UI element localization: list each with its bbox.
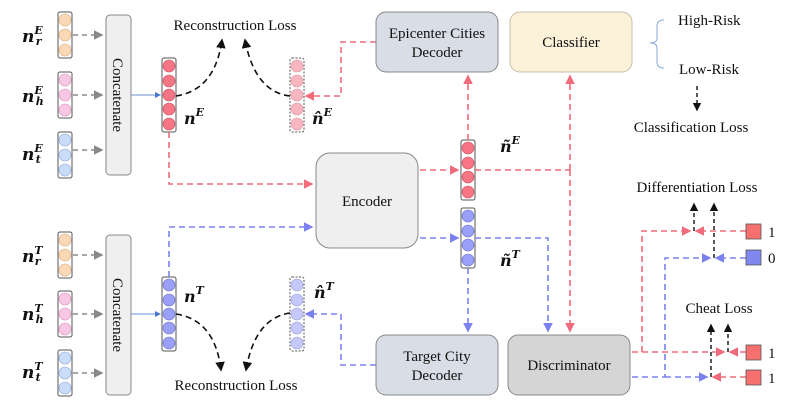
concatenate-block-top: Concatenate	[105, 14, 132, 176]
vector-nE-tilde	[460, 139, 476, 201]
input-vector-nE-r	[57, 11, 73, 59]
high-risk-label: High-Risk	[678, 13, 741, 29]
target-box-cheat-1	[745, 344, 762, 361]
label-nE-tilde: ñE	[500, 134, 521, 156]
input-vector-nE-h	[57, 71, 73, 119]
reconstruction-loss-bottom: Reconstruction Loss	[175, 378, 298, 394]
label-nT-tilde: ñT	[500, 248, 521, 270]
nT-tilde-to-discriminator-arrow	[475, 237, 553, 333]
differentiation-loss-arrows	[689, 202, 719, 258]
label-nE: nE	[184, 106, 205, 128]
label-nT-hat: n̂T	[314, 280, 335, 302]
nE-to-encoder-arrow	[168, 132, 314, 189]
cheat-loss-arrows	[706, 323, 733, 377]
input-vector-nE-t	[57, 131, 73, 179]
label-nE-hat: n̂E	[312, 106, 333, 128]
classifier: Classifier	[509, 11, 633, 73]
input-vector-nT-t	[57, 349, 73, 397]
class-output-brace	[649, 19, 665, 69]
target-decoder-label-line1: Target City	[403, 349, 471, 365]
epicenter-decoder-label-line1: Epicenter Cities	[389, 26, 485, 42]
classification-loss-label: Classification Loss	[634, 120, 749, 136]
discriminator-label: Discriminator	[527, 358, 610, 374]
low-risk-label: Low-Risk	[679, 62, 740, 78]
cheat-loss-label: Cheat Loss	[685, 301, 752, 317]
target-value-diff-0: 0	[768, 251, 776, 267]
reconstruction-arrows-top	[175, 38, 291, 97]
encoder: Encoder	[315, 152, 419, 249]
vector-nT-tilde	[460, 207, 476, 269]
nT-to-encoder-arrow	[168, 222, 314, 277]
target-decoder-label-line2: Decoder	[412, 368, 463, 384]
vector-nE-hat	[289, 57, 305, 133]
vector-nT-hat	[289, 276, 305, 352]
input-to-concat-arrows-bottom	[73, 250, 104, 378]
discriminator: Discriminator	[507, 334, 631, 396]
target-value-diff-1: 1	[768, 225, 776, 241]
concatenate-block-bottom: Concatenate	[105, 234, 132, 396]
encoder-label: Encoder	[342, 194, 392, 210]
reconstruction-loss-top: Reconstruction Loss	[174, 18, 297, 34]
concatenate-label-bottom: Concatenate	[109, 278, 125, 352]
input-to-concat-arrows-top	[73, 30, 104, 155]
label-target-lines	[694, 226, 746, 382]
target-box-cheat-2	[745, 369, 762, 386]
discriminator-output-lines	[632, 226, 726, 382]
vector-nT	[161, 276, 177, 352]
differentiation-loss-label: Differentiation Loss	[637, 180, 758, 196]
epicenter-input-vectors	[57, 11, 73, 179]
input-vector-nT-h	[57, 290, 73, 338]
label-nT: nT	[184, 284, 205, 306]
target-input-vectors	[57, 231, 73, 397]
epicenter-decoder-label-line2: Decoder	[412, 45, 463, 61]
target-box-diff-real	[745, 223, 762, 240]
reconstruction-arrows-bottom	[175, 312, 291, 372]
concatenate-label-top: Concatenate	[109, 58, 125, 132]
target-value-cheat-1: 1	[768, 346, 776, 362]
epicenter-cities-decoder: Epicenter Cities Decoder	[375, 11, 499, 73]
classifier-label: Classifier	[542, 35, 600, 51]
target-box-diff-fake	[745, 249, 762, 266]
target-city-decoder: Target City Decoder	[375, 334, 499, 396]
vector-nE	[161, 57, 177, 133]
epicenter-decoder-to-nE-hat-arrow	[304, 41, 376, 101]
target-decoder-to-nT-hat-arrow	[304, 309, 376, 366]
input-vector-nT-r	[57, 231, 73, 279]
target-value-cheat-2: 1	[768, 371, 776, 387]
